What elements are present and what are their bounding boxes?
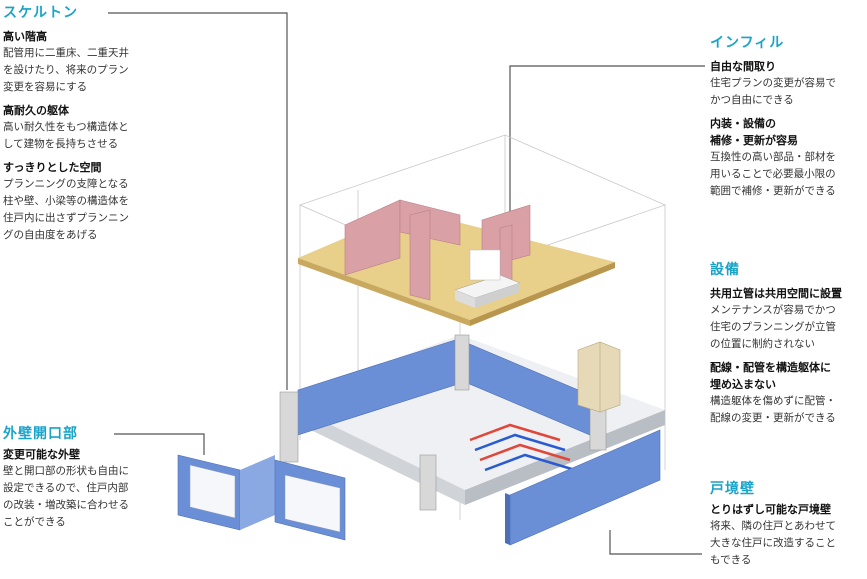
skeleton-sub-2: 高耐久の躯体 [3, 104, 69, 117]
pipe-shaft [577, 341, 621, 413]
infill-line: 住宅プランの変更が容易で [710, 77, 836, 89]
equipment-title: 設備 [710, 262, 740, 278]
partition-title: 戸境壁 [710, 481, 755, 497]
equipment-line: 住宅のプランニングが立管 [710, 321, 836, 333]
section-partition: 戸境壁 とりはずし可能な戸境壁 将来、隣の住戸とあわせて 大きな住戸に改造するこ… [710, 480, 867, 569]
exterior-line: 壁と開口部の形状も自由に [3, 465, 129, 477]
infill-line: 範囲で補修・更新ができる [710, 185, 836, 197]
exterior-line: の改装・増改築に合わせる [3, 499, 129, 511]
infill-line: かつ自由にできる [710, 94, 794, 106]
equipment-line: メンテナンスが容易でかつ [710, 304, 836, 316]
skeleton-line: を設けたり、将来のプラン [3, 64, 129, 76]
leader-infill [509, 65, 705, 225]
equipment-sub-2b: 埋め込まない [710, 378, 776, 391]
leader-partition [609, 530, 702, 555]
skeleton-line: 柱や壁、小梁等の構造体を [3, 195, 129, 207]
leader-exterior [114, 433, 205, 455]
partition-line: 将来、隣の住戸とあわせて [710, 520, 836, 532]
exterior-sub-1: 変更可能な外壁 [3, 448, 80, 461]
section-equipment: 設備 共用立管は共用空間に設置 メンテナンスが容易でかつ 住宅のプランニングが立… [710, 261, 867, 427]
equipment-line: の位置に制約されない [710, 338, 815, 350]
infill-line: 互換性の高い部品・部材を [710, 151, 836, 163]
infill-sub-2b: 補修・更新が容易 [710, 134, 798, 147]
skeleton-sub-3: すっきりとした空間 [3, 161, 102, 174]
equipment-line: 構造躯体を傷めずに配管・ [710, 395, 836, 407]
pipes [469, 423, 576, 472]
skeleton-title: スケルトン [3, 5, 78, 21]
infill-sub-2: 内装・設備の [710, 117, 776, 130]
equipment-sub-2: 配線・配管を構造躯体に [710, 361, 831, 374]
kitchen-unit [454, 249, 521, 308]
exterior-line: ことができる [3, 516, 66, 528]
interior-walls [344, 199, 531, 301]
infill-title: インフィル [710, 35, 785, 51]
skeleton-line: グの自由度をあげる [3, 229, 98, 241]
infill-sub-1: 自由な間取り [710, 60, 776, 73]
partition-sub-1: とりはずし可能な戸境壁 [710, 503, 831, 516]
skeleton-line: して建物を長持ちさせる [3, 138, 119, 150]
exterior-facade [177, 454, 346, 541]
partition-line: もできる [710, 554, 752, 566]
leader-skeleton [108, 12, 288, 390]
exterior-title: 外壁開口部 [3, 426, 78, 442]
section-infill: インフィル 自由な間取り 住宅プランの変更が容易で かつ自由にできる 内装・設備… [710, 34, 867, 200]
skeleton-line: 変更を容易にする [3, 81, 88, 93]
partition-line: 大きな住戸に改造すること [710, 537, 836, 549]
skeleton-line: プランニングの支障となる [3, 178, 129, 190]
skeleton-line: 住戸内に出さずプランニン [3, 212, 129, 224]
partition-wall [505, 429, 661, 546]
infill-line: 用いることで必要最小限の [710, 168, 836, 180]
skeleton-line: 高い耐久性をもつ構造体と [3, 121, 129, 133]
exterior-line: 設定できるので、住戸内部 [3, 482, 129, 494]
skeleton-line: 配管用に二重床、二重天井 [3, 47, 129, 59]
skeleton-sub-1: 高い階高 [3, 30, 47, 43]
equipment-line: 配線の変更・更新ができる [710, 412, 836, 424]
section-exterior: 外壁開口部 変更可能な外壁 壁と開口部の形状も自由に 設定できるので、住戸内部 … [3, 425, 173, 531]
leader-lines [108, 12, 705, 555]
equipment-sub-1: 共用立管は共用空間に設置 [710, 287, 842, 300]
section-skeleton: スケルトン 高い階高 配管用に二重床、二重天井 を設けたり、将来のプラン 変更を… [3, 4, 173, 244]
